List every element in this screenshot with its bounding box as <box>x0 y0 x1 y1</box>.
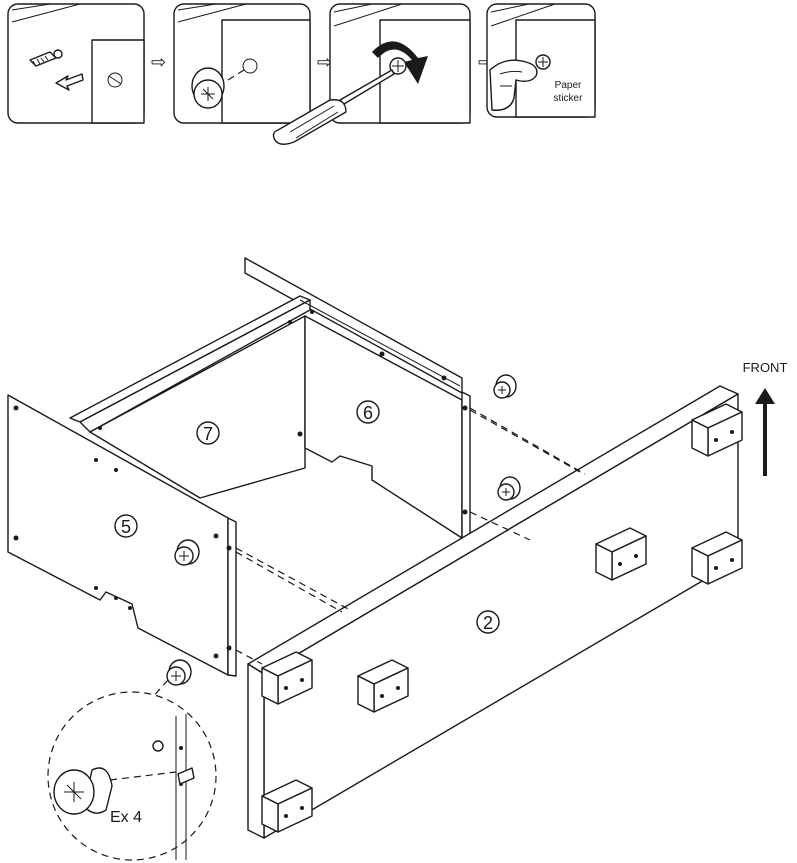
back-rail <box>69 257 463 433</box>
mounting-block <box>595 527 647 581</box>
part-number: 7 <box>203 424 213 444</box>
step-3-panel <box>272 3 471 145</box>
detail-callout: Ex 4 <box>47 691 217 861</box>
part-number: 5 <box>121 517 131 537</box>
step-arrow-icon: ⇨ <box>151 52 166 72</box>
front-label: FRONT <box>743 360 788 375</box>
sticker-label-line2: sticker <box>554 93 584 104</box>
up-arrow-icon <box>755 388 775 476</box>
cam-lock-icon <box>174 539 200 566</box>
mounting-block <box>691 403 743 457</box>
assembly-guide-lines <box>149 407 586 701</box>
screwdriver-icon <box>272 69 395 145</box>
insert-arrow-icon <box>55 73 84 91</box>
part-label-7: 7 <box>196 421 220 445</box>
part-label-6: 6 <box>356 400 380 424</box>
step-2-panel <box>173 3 311 124</box>
step-arrow-icon: ⇨ <box>317 52 332 72</box>
mounting-block <box>357 659 409 713</box>
cam-lock-icon <box>497 476 521 501</box>
part-number: 6 <box>363 403 373 423</box>
mounting-block <box>261 779 313 833</box>
cam-lock-icon <box>166 659 192 686</box>
sticker-label-line1: Paper <box>555 80 582 91</box>
dowel-icon <box>29 49 63 67</box>
mounting-block <box>261 651 313 705</box>
panel-2 <box>247 385 739 839</box>
part-label-5: 5 <box>114 514 138 538</box>
mounting-block <box>691 531 743 585</box>
step-4-panel: Paper sticker <box>486 3 596 118</box>
part-number: 2 <box>483 613 493 633</box>
step-1-panel <box>7 3 145 124</box>
cam-lock-icon <box>53 767 113 815</box>
hand-icon <box>489 59 538 111</box>
panel-5 <box>7 394 237 677</box>
panel-6 <box>98 310 471 541</box>
cam-lock-icon <box>493 374 517 399</box>
insert-arrow-icon <box>227 69 245 81</box>
rotate-arrow-icon <box>372 41 428 84</box>
part-label-2: 2 <box>476 610 500 634</box>
front-direction-indicator: FRONT <box>743 360 788 476</box>
cam-lock-icon <box>191 67 225 109</box>
quantity-label: Ex 4 <box>110 809 142 826</box>
panel-7 <box>89 315 306 499</box>
